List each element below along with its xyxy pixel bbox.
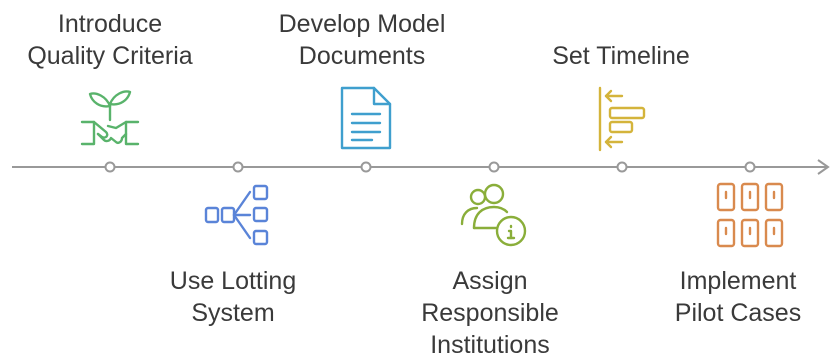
timeline-gantt-icon — [598, 86, 646, 152]
step-label-use-lotting-system: Use Lotting System — [133, 265, 333, 329]
timeline-node — [616, 161, 628, 173]
step-label-line: Pilot Cases — [674, 299, 802, 327]
seedling-handshake-icon — [80, 90, 140, 146]
step-label-line: Use Lotting — [169, 267, 297, 295]
step-label-develop-model-documents: Develop Model Documents — [262, 8, 462, 72]
step-label-line: System — [191, 299, 275, 327]
timeline-node — [744, 161, 756, 173]
step-label-line: Documents — [298, 42, 426, 70]
step-label-set-timeline: Set Timeline — [521, 40, 721, 72]
step-label-line: Set Timeline — [552, 42, 690, 70]
step-label-line: Implement — [679, 267, 797, 295]
timeline-node — [104, 161, 116, 173]
users-info-icon — [460, 183, 527, 247]
document-icon — [340, 86, 392, 150]
step-label-line: Responsible — [421, 299, 559, 327]
step-label-line: Quality Criteria — [27, 42, 193, 70]
timeline-arrowhead — [817, 159, 830, 175]
pilot-grid-icon — [716, 182, 784, 248]
step-label-implement-pilot-cases: Implement Pilot Cases — [648, 265, 828, 329]
step-label-line: Assign — [452, 267, 528, 295]
timeline-node — [232, 161, 244, 173]
step-label-introduce-quality-criteria: Introduce Quality Criteria — [10, 8, 210, 72]
step-label-line: Develop Model — [278, 10, 446, 38]
lotting-tree-icon — [204, 184, 269, 246]
step-label-assign-responsible-institutions: Assign Responsible Institutions — [390, 265, 590, 361]
step-label-line: Introduce — [57, 10, 163, 38]
timeline-node — [488, 161, 500, 173]
step-label-line: Institutions — [430, 331, 550, 359]
timeline-node — [360, 161, 372, 173]
